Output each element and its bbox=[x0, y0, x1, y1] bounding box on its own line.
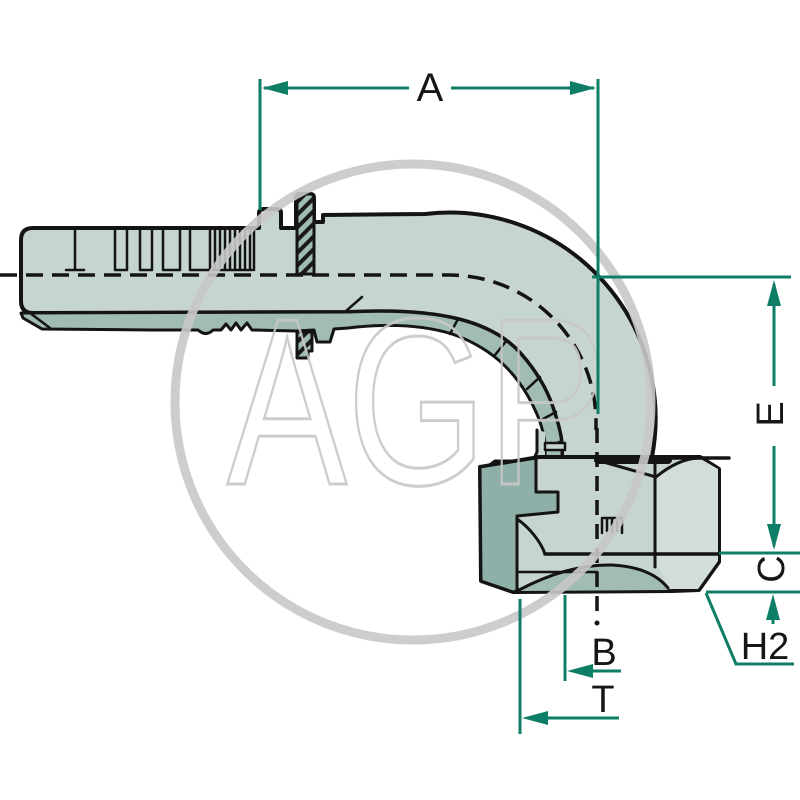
dim-b-arrowhead bbox=[567, 664, 593, 678]
dim-b-label: B bbox=[591, 632, 616, 674]
dim-h2-arrowhead bbox=[766, 594, 780, 620]
dimension-c: C bbox=[706, 555, 800, 594]
dimension-b: B bbox=[563, 595, 621, 681]
dimension-e: E bbox=[592, 275, 800, 555]
watermark-text: AGP bbox=[227, 270, 607, 535]
dimension-t: T bbox=[518, 599, 619, 734]
dimensions: A E C H2 B bbox=[258, 66, 800, 734]
hatched-section-bottom bbox=[295, 330, 314, 360]
dim-c-label: C bbox=[751, 555, 793, 582]
dim-a-extension-lines bbox=[258, 79, 600, 414]
inner-wall-band bbox=[19, 309, 564, 459]
nut-seat-curve bbox=[515, 517, 547, 556]
dim-e-arrowhead-bottom bbox=[767, 524, 781, 550]
watermark-circle bbox=[170, 159, 656, 645]
fitting-drawing bbox=[0, 192, 731, 626]
dim-e-extension-lines bbox=[592, 275, 800, 555]
nut-facet-lines bbox=[517, 456, 700, 592]
dim-t-arrowhead bbox=[522, 711, 548, 725]
retaining-ring-groove bbox=[543, 441, 567, 452]
nut-bottom-chamfer-fill bbox=[519, 564, 668, 591]
dim-e-arrowhead-top bbox=[767, 280, 781, 306]
dim-e-label: E bbox=[750, 401, 792, 426]
centerline-dashed bbox=[0, 273, 598, 430]
nut-right-facet bbox=[657, 458, 718, 589]
dim-a-arrowhead-right bbox=[570, 81, 596, 95]
hatched-section-top bbox=[295, 192, 316, 276]
dim-h2-label: H2 bbox=[741, 626, 790, 668]
nut-cut-section bbox=[478, 456, 560, 594]
dim-t-label: T bbox=[591, 679, 614, 721]
dimension-h2: H2 bbox=[704, 592, 794, 668]
dim-a-arrowhead-left bbox=[262, 81, 288, 95]
dim-h2-leader bbox=[704, 592, 794, 666]
watermark: AGP bbox=[170, 159, 656, 645]
dim-a-label: A bbox=[417, 66, 444, 110]
dimension-a: A bbox=[258, 66, 600, 414]
thread-mark bbox=[600, 516, 624, 535]
centerline-dot bbox=[594, 620, 600, 626]
